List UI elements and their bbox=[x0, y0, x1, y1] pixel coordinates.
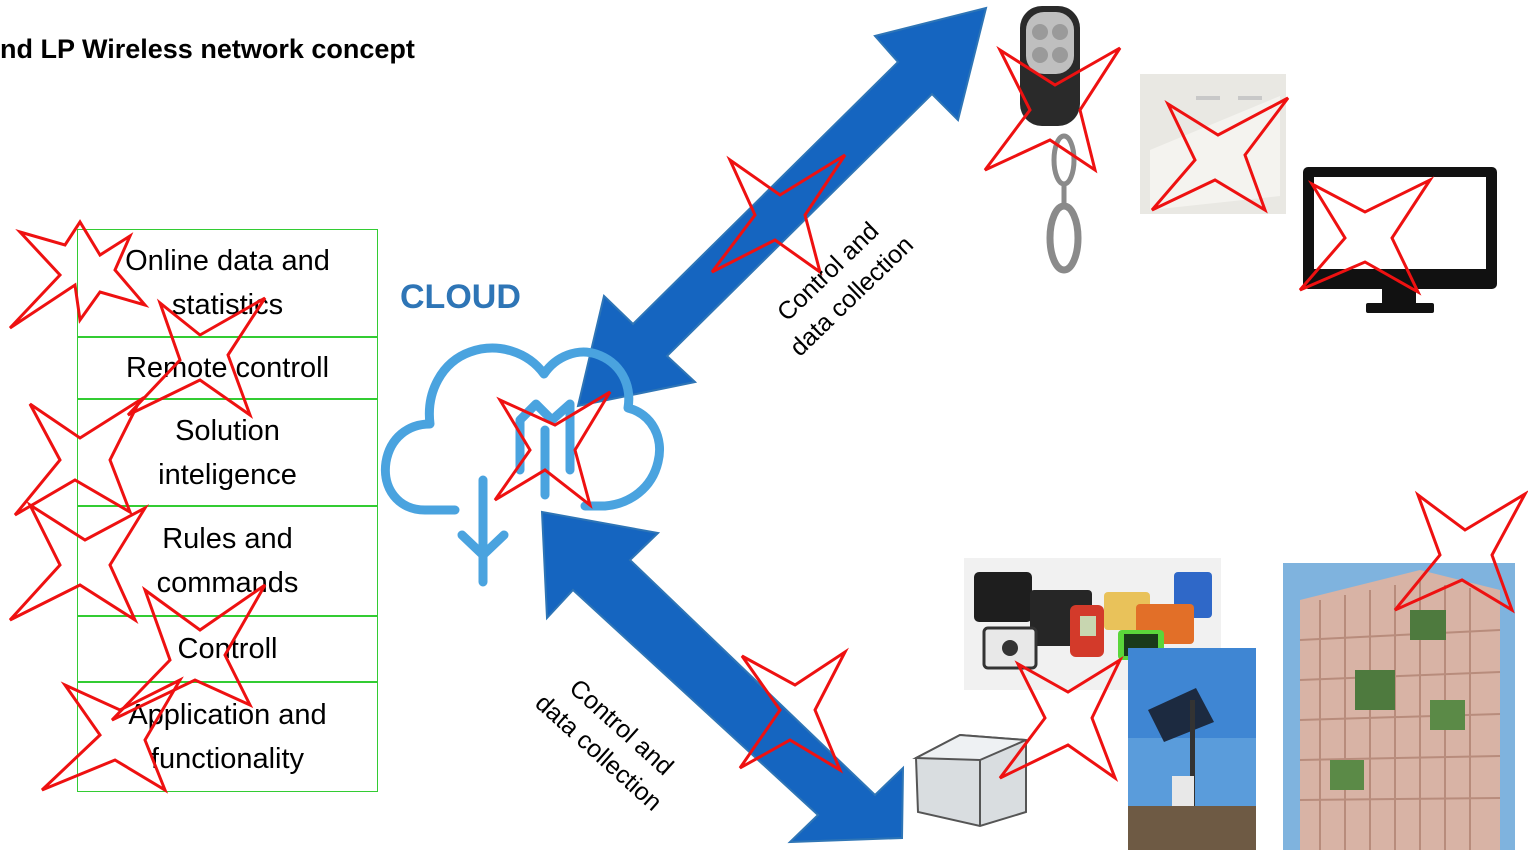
wall-switch-icon bbox=[1140, 74, 1286, 214]
lower-link-arrow bbox=[540, 510, 905, 844]
red-cross-mark bbox=[493, 390, 612, 509]
remote-key-fob-icon bbox=[1020, 6, 1082, 274]
stack-box-label: Solution bbox=[175, 414, 280, 447]
enclosure-box-icon bbox=[912, 733, 1027, 828]
stack-box-label: Application and bbox=[128, 699, 327, 731]
red-cross-mark bbox=[40, 676, 184, 794]
cloud-label: CLOUD bbox=[400, 278, 521, 316]
red-cross-mark bbox=[710, 153, 847, 276]
red-cross-mark bbox=[998, 656, 1124, 783]
stack-box-label: Online data and bbox=[125, 245, 330, 277]
stack-box-label: functionality bbox=[150, 743, 305, 775]
stack-box-application: Application and functionality bbox=[77, 682, 378, 792]
stack-box-rules-commands: Rules and commands bbox=[77, 506, 378, 616]
solar-pole-icon bbox=[1128, 648, 1256, 850]
stack-box-label: Rules and bbox=[162, 523, 293, 555]
red-cross-mark bbox=[1150, 96, 1290, 214]
red-cross-mark bbox=[13, 395, 144, 517]
green-building-icon bbox=[1283, 563, 1515, 850]
upper-link-arrow bbox=[576, 6, 988, 408]
red-cross-mark bbox=[1393, 490, 1528, 614]
stack-box-label: commands bbox=[156, 567, 299, 599]
monitor-icon bbox=[1303, 167, 1497, 313]
red-cross-mark bbox=[8, 219, 150, 330]
stack-box-label: statistics bbox=[171, 289, 284, 321]
red-cross-mark bbox=[126, 296, 267, 419]
red-cross-marks bbox=[8, 45, 1528, 794]
red-cross-mark bbox=[983, 45, 1122, 174]
red-cross-mark bbox=[8, 500, 150, 624]
red-cross-mark bbox=[738, 647, 849, 774]
stack-box-label: inteligence bbox=[158, 458, 297, 491]
stack-box-solution-intelligence: Solution inteligence bbox=[77, 399, 378, 506]
diagram-title: nd LP Wireless network concept bbox=[0, 34, 415, 64]
red-cross-mark bbox=[110, 583, 267, 722]
red-cross-mark bbox=[1298, 176, 1435, 296]
